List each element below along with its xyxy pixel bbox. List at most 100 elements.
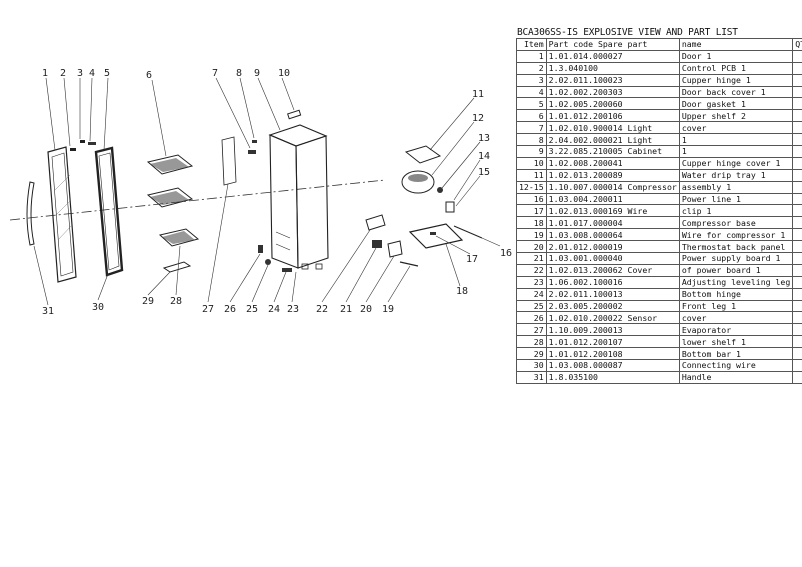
compressor-wire-part [399,261,419,267]
row-part-code: 1.01.012.200108 [545,347,680,361]
row-item: 3 [516,73,547,87]
row-qty: 3 [792,275,802,289]
row-qty [792,252,802,265]
row-part-code: 1.01.014.000027 [545,49,680,63]
door-back-cover-part [88,142,96,145]
water-drip-tray-part [404,145,442,164]
power-board-part [372,240,382,248]
row-part-code: 1.10.007.000014 Compressor [545,180,680,194]
power-board-cover-part [365,214,386,231]
row-item: 1 [516,49,547,63]
callout-5: 5 [104,68,110,79]
power-line-part [453,225,483,239]
row-part-name: 1 [678,133,794,147]
row-qty [792,156,802,170]
callout-19: 19 [382,304,394,315]
evaporator-part [221,136,237,186]
table-row: 261.02.010.200022 Sensorcover1 [516,311,802,325]
row-item: 23 [516,275,547,289]
row-qty: 1 [792,323,802,337]
callout-2: 2 [60,68,66,79]
row-part-name: Front leg 1 [678,299,794,313]
parts-list-title: BCA306SS-IS EXPLOSIVE VIEW AND PART LIST [517,27,738,38]
row-part-name: cover [678,311,794,325]
callout-15: 15 [478,167,490,178]
control-pcb-part [70,148,76,151]
center-axis-line [9,179,386,221]
row-item: 12-15 [516,180,547,194]
row-part-code: 1.03.008.000087 [545,359,680,372]
row-qty [792,347,802,361]
row-part-code: 1.01.017.000004 [545,216,680,230]
row-part-code: 2.01.012.000019 [545,240,680,254]
row-part-code: 1.02.010.200022 Sensor [545,311,680,325]
row-qty: 1 [792,370,802,384]
row-item: 5 [516,97,547,111]
row-qty [792,109,802,123]
door-part [47,146,77,283]
wire-clip-part [430,232,436,235]
callout-29: 29 [142,296,154,307]
row-part-name: Cupper hinge cover 1 [678,156,794,170]
callout-17: 17 [466,254,478,265]
row-part-name: Power line 1 [678,192,794,206]
row-part-code: 1.03.008.000064 [545,228,680,242]
row-qty [792,61,802,75]
row-item: 21 [516,252,547,265]
compressor-base-part [408,223,464,249]
hinge-cover-part [287,109,302,120]
row-qty [792,133,802,147]
row-item: 28 [516,335,547,349]
row-qty: 1 [792,121,802,135]
parts-list-table: Item Part code Spare part name QTY 11.01… [516,38,802,384]
callout-28: 28 [170,296,182,307]
row-part-code: 1.01.012.200106 [545,109,680,123]
row-part-code: 1.02.010.900014 Light [545,121,680,135]
row-part-code: 1.8.035100 [545,370,680,384]
row-part-code: 1.02.013.200089 [545,168,680,182]
thermostat-panel-part [387,240,403,258]
compressor-part [401,170,455,213]
table-row: 271.10.009.200013Evaporator1 [516,323,802,337]
row-item: 9 [516,145,547,158]
header-name: name [678,38,794,51]
light-part [252,140,257,143]
callout-8: 8 [236,68,242,79]
row-item: 4 [516,85,547,99]
bottom-bar-part [162,261,192,273]
row-item: 10 [516,156,547,170]
bottom-hinge-part [282,268,292,272]
callout-18: 18 [456,286,468,297]
table-row: 71.02.010.900014 Lightcover1 [516,121,802,135]
exploded-view-diagram: 1 2 3 4 5 6 7 8 9 10 11 12 13 14 15 16 1… [9,68,512,317]
row-part-name: Evaporator [678,323,794,337]
row-part-name: Door back cover 1 [678,85,794,99]
row-part-code: 1.06.002.100016 [545,275,680,289]
row-qty [792,73,802,87]
callout-26: 26 [224,304,236,315]
row-part-code: 1.3.040100 [545,61,680,75]
callout-16: 16 [500,248,512,259]
row-part-name: Cupper hinge 1 [678,73,794,87]
row-part-name: Compressor base [678,216,794,230]
row-qty [792,299,802,313]
row-qty [792,263,802,277]
callout-14: 14 [478,151,490,162]
row-qty [792,192,802,206]
header-item: Item [516,38,547,51]
row-item: 6 [516,109,547,123]
row-part-code: 1.02.005.200060 [545,97,680,111]
callout-group [33,77,501,306]
